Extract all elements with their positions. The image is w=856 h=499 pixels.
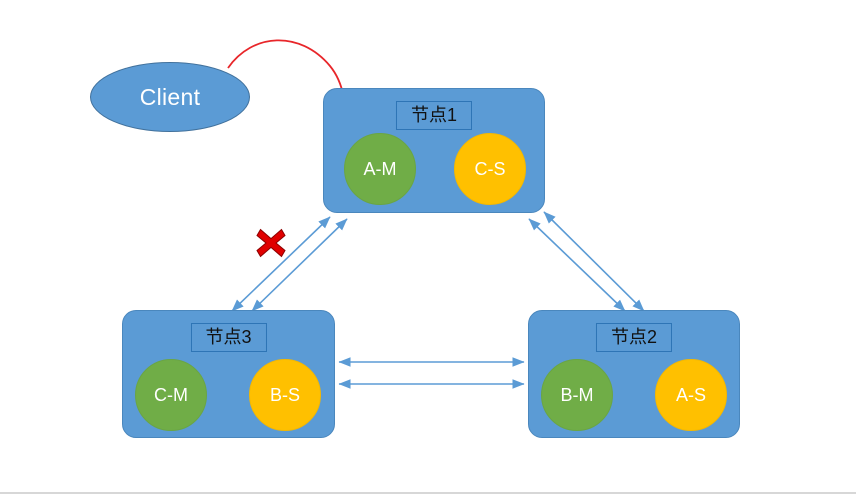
link-node1-node2 [528,211,645,312]
service-label: B-S [269,384,300,405]
service-label: C-S [474,158,506,179]
service-label: A-S [675,384,706,405]
broken-link-x-icon [256,228,286,258]
service-circle-c-m[interactable]: C-M [135,359,207,431]
service-circle-a-m[interactable]: A-M [344,133,416,205]
link-node3-node1 [231,216,348,312]
client-label: Client [139,83,201,110]
client-node[interactable]: Client [90,62,250,132]
service-circle-c-s[interactable]: C-S [454,133,526,205]
node-title-node3: 节点3 [190,323,267,353]
service-circle-b-m[interactable]: B-M [541,359,613,431]
node-title-node1: 节点1 [395,101,473,131]
node-box-node3[interactable]: 节点3 C-M B-S [122,310,335,438]
link-node3-node2 [338,357,525,389]
service-label: B-M [560,384,594,405]
node-box-node2[interactable]: 节点2 B-M A-S [528,310,740,438]
service-circle-a-s[interactable]: A-S [655,359,727,431]
node-box-node1[interactable]: 节点1 A-M C-S [323,88,545,213]
service-label: A-M [363,158,397,179]
service-circle-b-s[interactable]: B-S [249,359,321,431]
service-label: C-M [154,384,188,405]
node-title-node2: 节点2 [595,323,673,353]
